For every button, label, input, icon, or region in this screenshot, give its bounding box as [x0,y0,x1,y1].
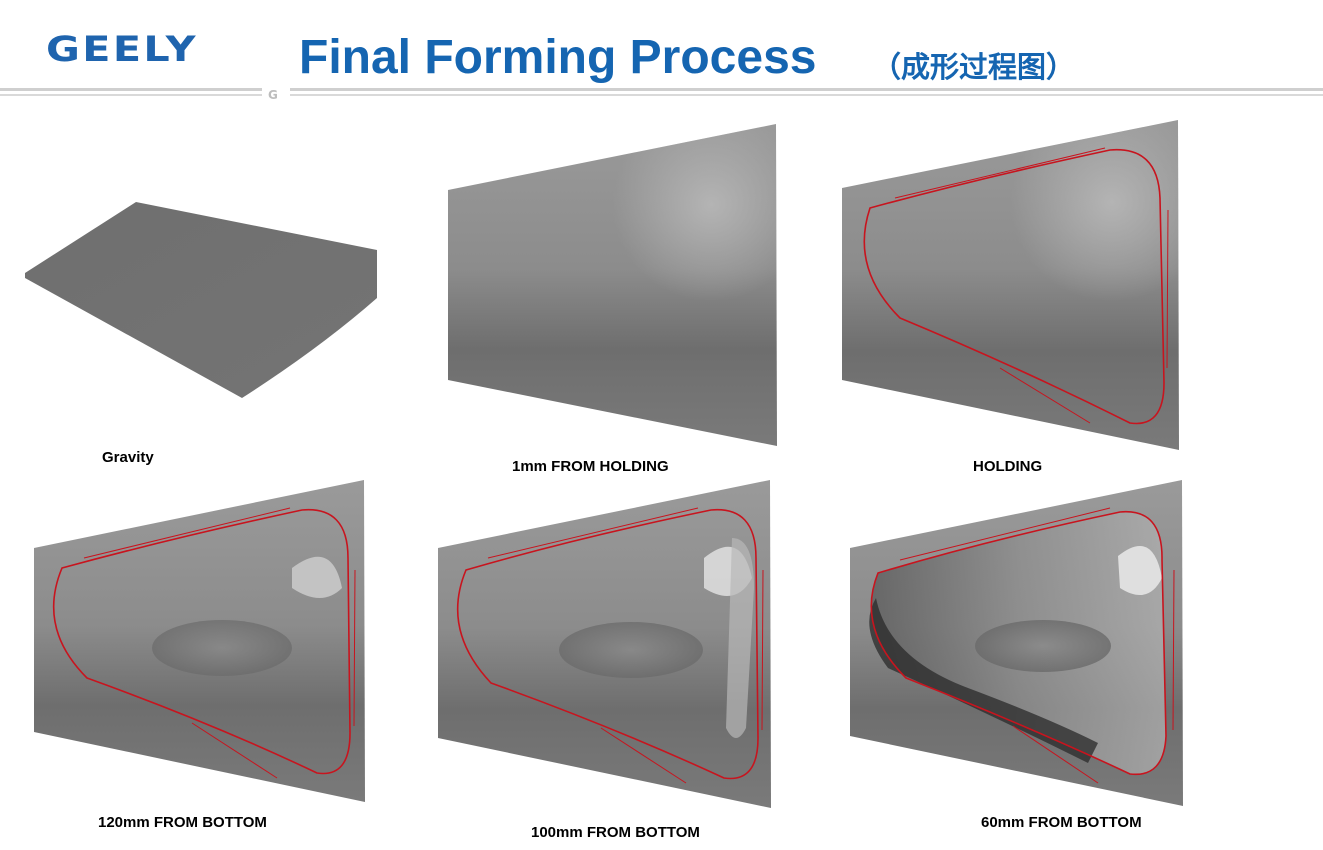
panel-pre-holding-image [448,124,777,446]
page-subtitle: （成形过程图） [872,50,1076,84]
panel-holding-image [842,120,1179,450]
header-rule: G [0,88,1323,100]
geely-logo: GEELY [46,30,198,70]
caption-draw-120: 120mm FROM BOTTOM [98,814,267,831]
caption-pre-holding: 1mm FROM HOLDING [512,458,669,475]
caption-gravity: Gravity [102,449,154,466]
caption-draw-60: 60mm FROM BOTTOM [981,814,1142,831]
caption-holding: HOLDING [973,458,1043,475]
panel-gravity-image [25,202,377,398]
rule-mark: G [268,88,278,100]
panel-draw-100-image [438,480,771,808]
page-title: Final Forming Process [299,31,817,84]
panel-draw-60-image [850,480,1183,806]
caption-draw-100: 100mm FROM BOTTOM [531,824,700,841]
panel-draw-120-image [34,480,365,802]
